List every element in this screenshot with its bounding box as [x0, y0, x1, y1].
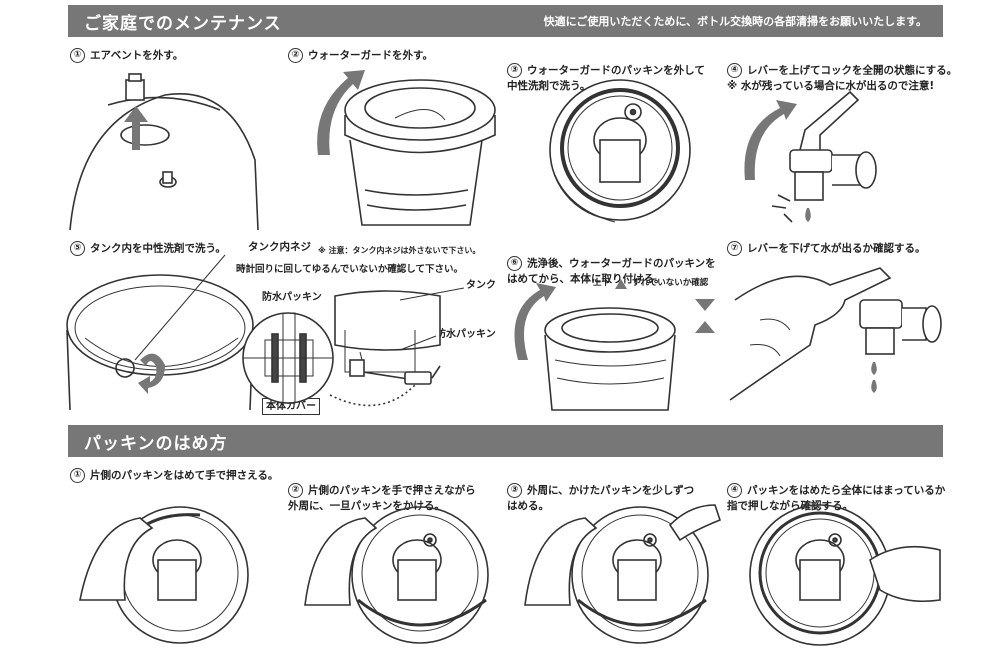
screw-instruction: 時計回りに回してゆるんでいないか確認して下さい。: [236, 264, 463, 275]
step-number: ①: [70, 468, 85, 483]
packing-step-1: ① 片側のパッキンをはめて手で押さえる。: [70, 468, 278, 484]
maintenance-step-5: ⑤ タンク内を中性洗剤で洗う。: [70, 241, 226, 257]
maintenance-step-7: ⑦ レバーを下げて水が出るか確認する。: [727, 241, 926, 257]
step-number: ③: [507, 483, 522, 498]
tank-screw-label: タンク内ネジ: [248, 241, 311, 253]
tank-faucet-illustration: [329, 287, 465, 407]
packing-detail-illustration: [242, 312, 334, 404]
maintenance-step-1: ① エアベントを外す。: [70, 48, 183, 64]
packing-section-banner: パッキンのはめ方: [68, 425, 943, 457]
lever-down-illustration: [729, 267, 942, 401]
step-number: ①: [70, 48, 85, 63]
step-number: ④: [727, 63, 742, 78]
step-number: ③: [507, 63, 522, 78]
step-text: ウォーターガードのパッキンを外して 中性洗剤で洗う。: [507, 64, 705, 92]
water-guard-illustration: [317, 70, 496, 226]
packing-ring-4-illustration: [749, 504, 941, 646]
step-number: ⑤: [70, 241, 85, 256]
step-text: 洗浄後、ウォーターガードのパッキンを はめてから、本体に取り付ける。: [507, 257, 716, 285]
tank-label: タンク: [466, 280, 496, 291]
step-text: 片側のパッキンをはめて手で押さえる。: [90, 469, 279, 482]
step-number: ⑥: [507, 256, 522, 271]
air-vent-illustration: [69, 73, 259, 231]
step-text: ウォーターガードを外す。: [308, 49, 433, 62]
step-text: 片側のパッキンを手で押さえながら 外周に、一旦パッキンをかける。: [288, 484, 476, 512]
packing-section-title: パッキンのはめ方: [84, 433, 228, 454]
maintenance-section-title: ご家庭でのメンテナンス: [84, 13, 282, 34]
reattach-illustration: [514, 279, 715, 411]
step-number: ②: [288, 48, 303, 63]
maintenance-step-2: ② ウォーターガードを外す。: [288, 48, 433, 64]
step-number: ⑦: [727, 241, 742, 256]
step-number: ②: [288, 483, 303, 498]
tank-interior-illustration: [66, 254, 254, 411]
maintenance-section-banner: ご家庭でのメンテナンス 快適にご使用いただくために、ボトル交換時の各部清掃をお願…: [68, 5, 943, 37]
packing-removal-illustration: [549, 79, 691, 223]
lever-up-illustration: [744, 90, 877, 223]
packing-ring-3-illustration: [524, 504, 721, 644]
align-check-label: 上下: [593, 278, 611, 288]
waterproof-packing-label-2: 防水パッキン: [436, 329, 496, 340]
waterproof-packing-label-1: 防水パッキン: [262, 292, 322, 303]
step-text: 外周に、かけたパッキンを少しずつ はめる。: [507, 484, 695, 512]
screw-note: ※ 注意：タンク内ネジは外さないで下さい。: [318, 246, 481, 255]
step-text: パッキンをはめたら全体にはまっているか 指で押しながら確認する。: [727, 484, 946, 512]
step-text: レバーを下げて水が出るか確認する。: [747, 242, 926, 255]
packing-ring-1-illustration: [79, 506, 249, 644]
step-text: タンク内を中性洗剤で洗う。: [90, 242, 226, 255]
maintenance-section-subtitle: 快適にご使用いただくために、ボトル交換時の各部清掃をお願いいたします。: [543, 15, 927, 28]
align-check-label-2: ずれていないか確認: [632, 278, 709, 288]
packing-ring-2-illustration: [304, 506, 489, 644]
step-text: レバーを上げてコックを全開の状態にする。 ※ 水が残っている場合に水が出るので注…: [727, 64, 958, 92]
step-number: ④: [727, 483, 742, 498]
step-text: エアベントを外す。: [90, 49, 184, 62]
